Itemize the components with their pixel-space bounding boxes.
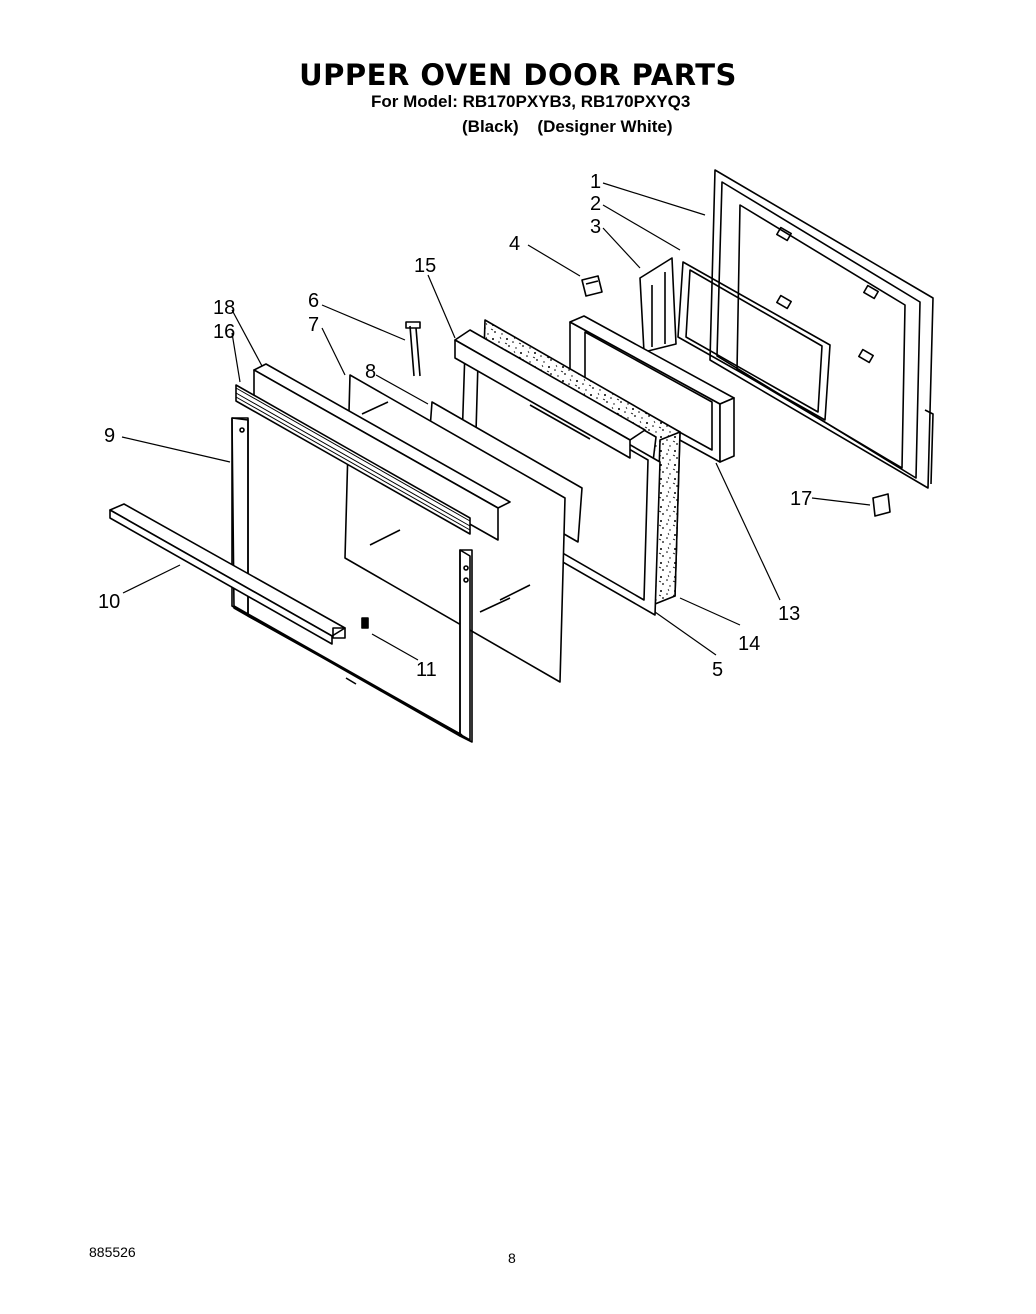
callout-label: 11 — [416, 659, 437, 681]
callout-label: 2 — [590, 193, 601, 215]
callout-label: 5 — [712, 659, 723, 681]
page-title: UPPER OVEN DOOR PARTS — [299, 58, 737, 92]
document-code: 885526 — [89, 1244, 136, 1260]
callout-numbers: 1 2 3 4 15 6 7 18 16 8 9 17 10 13 14 11 … — [98, 171, 812, 681]
door-gasket — [677, 261, 831, 421]
callout-label: 1 — [590, 171, 601, 193]
callout-label: 16 — [213, 321, 235, 343]
leader-lines — [121, 182, 871, 661]
variant-black: (Black) — [462, 117, 519, 136]
clip-part-6 — [405, 321, 421, 377]
callout-label: 7 — [308, 314, 319, 336]
callout-label: 18 — [213, 297, 235, 319]
callout-label: 10 — [98, 591, 120, 613]
clip-part-4 — [581, 275, 603, 297]
variant-line: (Black) (Designer White) — [462, 117, 686, 137]
outer-door-frame — [231, 417, 473, 743]
top-trim — [235, 384, 471, 535]
insulation-retainer — [569, 315, 735, 463]
callout-label: 15 — [414, 255, 436, 277]
fastener-part-11 — [361, 617, 369, 629]
door-handle — [109, 503, 346, 645]
model-line: For Model: RB170PXYB3, RB170PXYQ3 — [371, 92, 691, 111]
callout-label: 17 — [790, 488, 812, 510]
callout-label: 9 — [104, 425, 115, 447]
callout-label: 13 — [778, 603, 800, 625]
variant-designer-white: (Designer White) — [537, 117, 673, 136]
vent-channel — [454, 329, 646, 459]
callout-label: 3 — [590, 216, 601, 238]
inner-door-panel — [709, 169, 934, 489]
callout-label: 14 — [738, 633, 760, 655]
callout-label: 6 — [308, 290, 319, 312]
hinge-bracket — [639, 257, 677, 353]
callout-label: 4 — [509, 233, 520, 255]
page-number: 8 — [508, 1250, 516, 1266]
clip-part-17 — [872, 493, 891, 517]
callout-label: 8 — [365, 361, 376, 383]
